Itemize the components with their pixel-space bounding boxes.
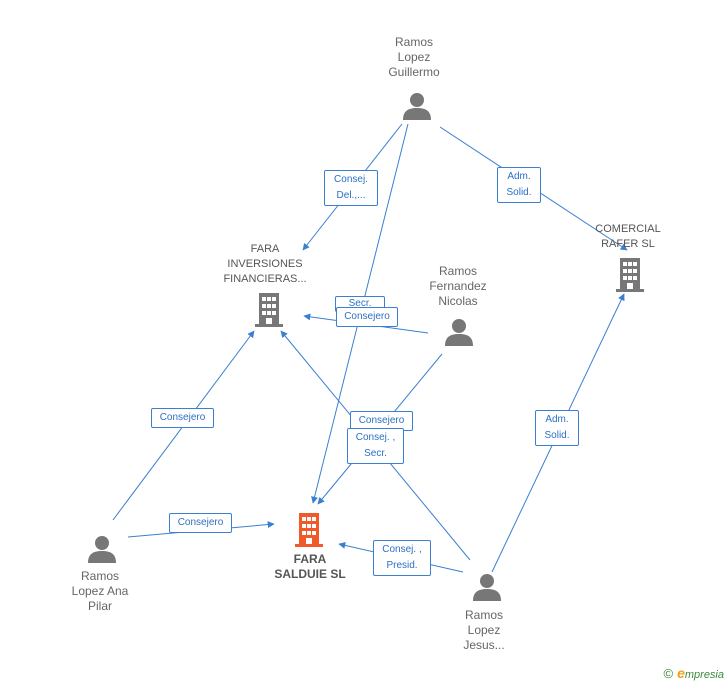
person-icon — [88, 536, 116, 563]
edge-label-ana-inversiones[interactable]: Consejero — [151, 408, 214, 428]
copyright-symbol: © — [663, 666, 674, 681]
edge-label-jesus-rafer[interactable]: Adm. Solid. — [535, 410, 579, 446]
empresia-logo: ©empresia — [663, 665, 724, 681]
edge-label-jesus-salduie[interactable]: Consej. , Presid. — [373, 540, 431, 576]
edge-label-jesus-salduie-secr[interactable]: Consej. , Secr. — [347, 428, 404, 464]
node-label-nicolas[interactable]: Ramos Fernandez Nicolas — [429, 264, 487, 308]
node-label-comercial-rafer[interactable]: COMERCIAL RAFER SL — [595, 223, 661, 250]
node-label-fara-salduie[interactable]: FARA SALDUIE SL — [274, 552, 346, 581]
person-icon — [473, 574, 501, 601]
edge-label-guillermo-rafer[interactable]: Adm. Solid. — [497, 167, 541, 203]
building-icon — [616, 258, 644, 292]
edge-label-ana-salduie[interactable]: Consejero — [169, 513, 232, 533]
node-label-ana[interactable]: Ramos Lopez Ana Pilar — [71, 569, 129, 613]
node-label-fara-inversiones[interactable]: FARA INVERSIONES FINANCIERAS... — [223, 243, 307, 285]
edge-label-guillermo-inversiones[interactable]: Consej. Del.,... — [324, 170, 378, 206]
person-icon — [403, 93, 431, 120]
brand-e: e — [677, 665, 685, 681]
node-label-jesus[interactable]: Ramos Lopez Jesus... — [463, 608, 505, 652]
brand-name: mpresia — [684, 669, 724, 681]
building-icon — [255, 293, 283, 327]
node-label-guillermo[interactable]: Ramos Lopez Guillermo — [388, 35, 440, 79]
edge-label-nicolas-inversiones[interactable]: Consejero — [336, 307, 398, 327]
person-icon — [445, 319, 473, 346]
building-icon — [295, 513, 323, 547]
